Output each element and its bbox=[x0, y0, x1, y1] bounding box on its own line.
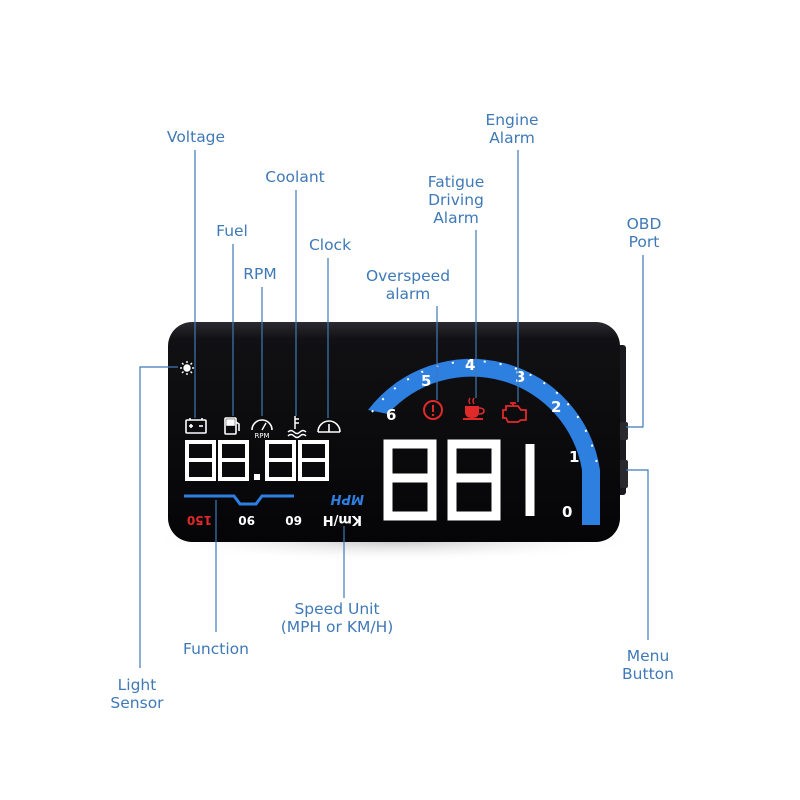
speed-limit-150: 150 bbox=[187, 513, 212, 527]
speed-limit-90: 90 bbox=[238, 513, 255, 527]
coolant-label: Coolant bbox=[265, 168, 325, 186]
speed-unit-label: Speed Unit(MPH or KM/H) bbox=[280, 600, 394, 636]
obd-port[interactable] bbox=[620, 422, 628, 440]
gauge-mark-0: 0 bbox=[562, 503, 572, 521]
gauge-mark-4: 4 bbox=[465, 356, 475, 374]
gauge-mark-3: 3 bbox=[515, 368, 525, 386]
clock-icon bbox=[317, 420, 341, 433]
function-display bbox=[185, 440, 329, 481]
leader-lines bbox=[139, 150, 649, 668]
fuel-icon bbox=[224, 417, 240, 435]
engine-alarm-icon bbox=[502, 402, 527, 423]
coolant-icon bbox=[287, 416, 307, 439]
battery-icon bbox=[185, 418, 207, 434]
menu-button[interactable] bbox=[620, 460, 628, 488]
rpm-label: RPM bbox=[243, 265, 277, 283]
gauge-mark-6: 6 bbox=[386, 406, 396, 424]
voltage-label: Voltage bbox=[166, 128, 226, 146]
speed-limit-bar bbox=[184, 494, 294, 506]
function-label: Function bbox=[183, 640, 249, 658]
light-sensor-icon bbox=[180, 361, 194, 375]
decimal-point bbox=[254, 474, 260, 480]
gauge-arc bbox=[368, 358, 600, 525]
gauge-mark-2: 2 bbox=[551, 398, 561, 416]
overspeed-alarm-icon bbox=[423, 400, 443, 420]
speed-display bbox=[383, 439, 535, 521]
fatigue-driving-alarm-icon bbox=[463, 397, 485, 420]
gauge-mark-1: 1 bbox=[569, 448, 579, 466]
unit-mph: MPH bbox=[331, 491, 364, 506]
speed-limit-60: 60 bbox=[285, 513, 302, 527]
unit-kmh: Km/H bbox=[323, 512, 362, 527]
rpm-icon: RPM bbox=[251, 419, 273, 440]
fuel-label: Fuel bbox=[216, 222, 248, 240]
gauge-mark-5: 5 bbox=[421, 372, 431, 390]
clock-label: Clock bbox=[308, 236, 352, 254]
svg-text:RPM: RPM bbox=[254, 432, 269, 440]
